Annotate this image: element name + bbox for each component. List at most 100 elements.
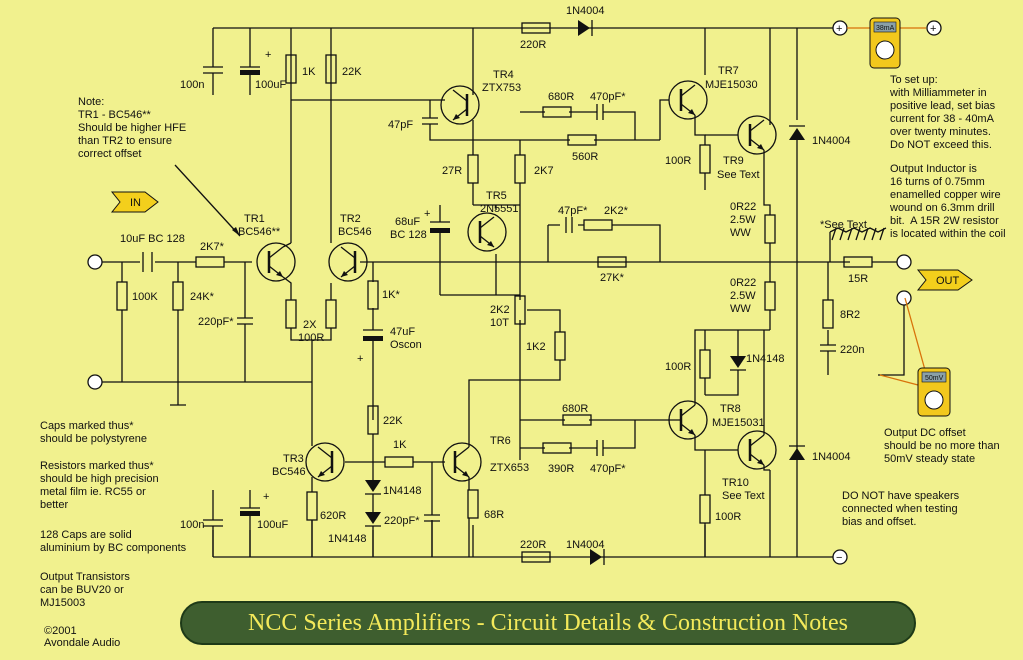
diode-1n4004-bottom [590, 549, 605, 565]
label-1n4004-bottom: 1N4004 [566, 539, 605, 551]
label-r680r-bottom: 680R [562, 403, 588, 415]
input-tag: IN [110, 191, 159, 213]
resistor-27r [467, 154, 479, 184]
capacitor-100n-top [203, 60, 223, 95]
label-c68uf: 68uF [395, 216, 420, 228]
label-c220pf-input: 220pF* [198, 316, 234, 328]
label-r22k-top: 22K [342, 66, 362, 78]
transistor-tr7 [667, 79, 709, 121]
label-c220pf-bottom: 220pF* [384, 515, 420, 527]
label-tr3-part: BC546 [272, 466, 306, 478]
voltmeter-icon: 50mV [879, 297, 951, 417]
supply-minus-symbol: − [836, 552, 842, 564]
transistor-tr6 [441, 441, 483, 483]
label-2w5-top: 2.5W [730, 214, 756, 226]
resistor-2k2-feedback [583, 219, 613, 231]
label-see-text-inductor: *See Text [820, 219, 867, 231]
label-tr7: TR7 [718, 65, 739, 77]
label-r15r: 15R [848, 273, 868, 285]
transistor-tr9 [736, 114, 778, 156]
note-speakers: DO NOT have speakers connected when test… [842, 490, 960, 528]
label-r100r-pair: 100R [298, 332, 324, 344]
polarity-plus: + [265, 49, 271, 61]
label-1n4004-right-bottom: 1N4004 [812, 451, 851, 463]
label-tr5: TR5 [486, 190, 507, 202]
output-terminal-signal[interactable] [896, 254, 912, 270]
label-2w5-bottom: 2.5W [730, 290, 756, 302]
diode-1n4004-right-bottom [789, 445, 805, 470]
output-tag-label: OUT [936, 275, 960, 287]
label-r220r-bottom: 220R [520, 539, 546, 551]
label-tr6-part: ZTX653 [490, 462, 529, 474]
resistor-1k-star [367, 280, 379, 310]
label-r100r-vbe: 100R [665, 361, 691, 373]
supply-terminal-plus[interactable]: + [832, 20, 848, 36]
label-tr1-part: BC546** [238, 226, 281, 238]
label-r100r-bottom: 100R [715, 511, 741, 523]
label-tr10-see: See Text [722, 490, 765, 502]
transistor-tr4 [439, 84, 481, 126]
diode-1n4148-a [365, 480, 381, 512]
note-output-transistors: Output Transistors can be BUV20 or MJ150… [40, 571, 130, 609]
label-r220r-top: 220R [520, 39, 546, 51]
input-terminal-ground[interactable] [87, 374, 103, 390]
transistor-tr1 [255, 241, 297, 283]
label-c100n-top: 100n [180, 79, 204, 91]
supply-terminal-minus[interactable]: − [832, 549, 848, 565]
milliammeter-icon: 38mA [847, 17, 926, 69]
label-r100r-top: 100R [665, 155, 691, 167]
resistor-620r [306, 491, 318, 521]
label-oscon: Oscon [390, 339, 422, 351]
polarity-plus-68uf: + [424, 208, 430, 220]
label-tr10: TR10 [722, 477, 749, 489]
note-offset: Output DC offset should be no more than … [884, 427, 1000, 465]
label-bc128-mid: BC 128 [390, 229, 427, 241]
resistor-1k2 [554, 331, 566, 361]
label-r390r: 390R [548, 463, 574, 475]
label-1n4148-vbe: 1N4148 [746, 353, 785, 365]
label-c47uf: 47uF [390, 326, 415, 338]
resistor-0r22-bottom [764, 281, 776, 311]
label-tr4: TR4 [493, 69, 514, 81]
output-terminal-ground[interactable] [896, 290, 912, 306]
component-labels: 100n 100uF 1K 22K 220R 1N4004 TR4 ZTX753… [120, 5, 868, 551]
label-1n4148-a: 1N4148 [383, 485, 422, 497]
label-r0r22-bottom: 0R22 [730, 277, 756, 289]
resistor-100k [116, 281, 128, 311]
label-r27r: 27R [442, 165, 462, 177]
input-terminal-signal[interactable] [87, 254, 103, 270]
input-tag-label: IN [130, 197, 141, 209]
label-r2k2-pot: 2K2 [490, 304, 510, 316]
polarity-plus-47uf: + [357, 353, 363, 365]
transistor-tr5 [466, 211, 508, 253]
label-r1k2: 1K2 [526, 341, 546, 353]
page-title: NCC Series Amplifiers - Circuit Details … [248, 610, 848, 636]
label-tr7-part: MJE15030 [705, 79, 758, 91]
resistor-100r-pair-b [325, 299, 337, 329]
label-r560r: 560R [572, 151, 598, 163]
supply-terminal-plus-out[interactable]: + [926, 20, 942, 36]
label-c47pf: 47pF [388, 119, 413, 131]
note-caps: Caps marked thus* should be polystyrene [40, 420, 148, 445]
label-r1k: 1K [302, 66, 316, 78]
label-c100uf-top: 100uF [255, 79, 286, 91]
label-c10uf: 10uF BC 128 [120, 233, 185, 245]
capacitor-10uf-input [142, 252, 153, 272]
resistor-2k7 [514, 154, 526, 184]
label-tr9: TR9 [723, 155, 744, 167]
label-1n4004-right-top: 1N4004 [812, 135, 851, 147]
label-r680r-top: 680R [548, 91, 574, 103]
diode-1n4148-b [365, 512, 381, 557]
label-ww-bottom: WW [730, 303, 751, 315]
voltmeter-readout: 50mV [925, 375, 944, 382]
label-c100uf-bottom: 100uF [257, 519, 288, 531]
diode-1n4004-right-top [789, 125, 805, 460]
label-r1k-star: 1K* [382, 289, 400, 301]
positive-rail [212, 27, 840, 125]
label-tr2: TR2 [340, 213, 361, 225]
polarity-plus-bottom: + [263, 491, 269, 503]
resistor-390r [542, 442, 572, 454]
label-r22k-bottom: 22K [383, 415, 403, 427]
